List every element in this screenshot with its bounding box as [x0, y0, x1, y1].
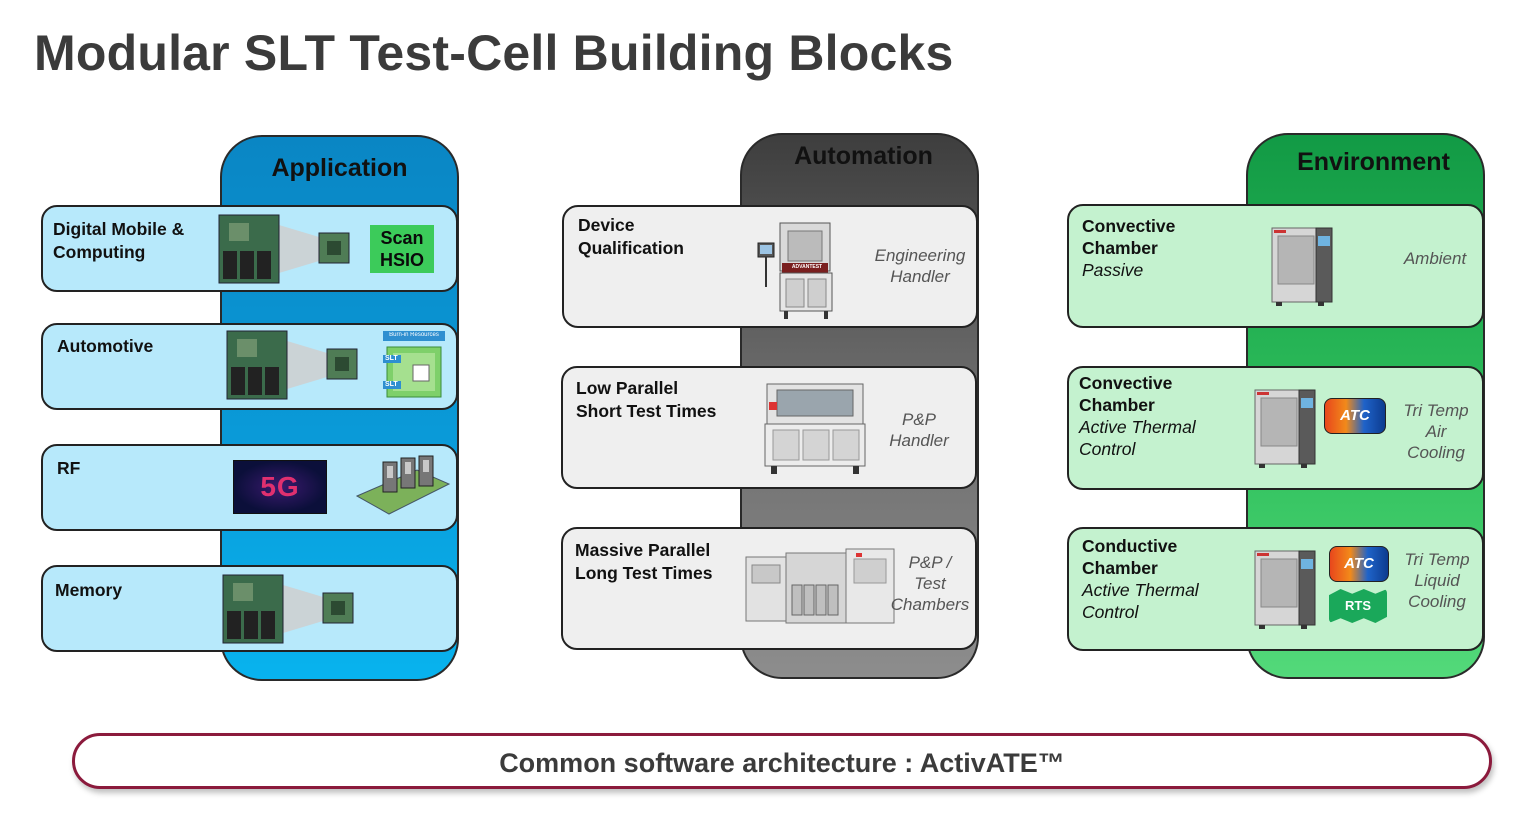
convective-active-italic-line2: Control [1079, 439, 1136, 459]
pnp-handler-note: P&P Handler [877, 409, 961, 451]
conductive-italic-line1: Active Thermal [1082, 580, 1199, 600]
pnp-note-line2: Handler [889, 431, 949, 450]
automation-card-low-parallel: Low Parallel Short Test Times P&P Handle… [561, 366, 977, 489]
common-software-banner: Common software architecture : ActivATE™ [72, 733, 1492, 789]
atc-badge: ATC [1329, 546, 1389, 582]
engineering-note-line1: Engineering [874, 246, 966, 265]
application-card-rf: RF 5G [41, 444, 458, 531]
device-qualification-label-line2: Qualification [578, 238, 684, 258]
convective-active-label-line2: Chamber [1079, 395, 1155, 415]
automation-column-title: Automation [794, 142, 933, 170]
application-card-digital-mobile: Digital Mobile & Computing Scan HSIO [41, 205, 458, 292]
test-chambers-icon [745, 548, 895, 624]
chambers-note-line3: Chambers [890, 595, 970, 614]
conductive-italic-line2: Control [1082, 602, 1139, 622]
convective-passive-italic: Passive [1082, 260, 1144, 280]
air-note-line2: Air [1425, 422, 1447, 441]
chambers-note-line2: Test [914, 574, 946, 593]
automation-card-device-qualification: Device Qualification ADVANTEST Engineeri… [562, 205, 978, 328]
conductive-label-line2: Chamber [1082, 558, 1158, 578]
liquid-note-line2: Liquid [1414, 571, 1460, 590]
scan-hsio-badge: Scan HSIO [370, 225, 434, 273]
convective-passive-label-line1: Convective [1082, 216, 1176, 236]
chamber-cabinet-icon [1271, 227, 1333, 306]
engineering-note-line2: Handler [890, 267, 950, 286]
burn-in-resources-icon [383, 331, 445, 398]
environment-card-convective-passive: Convective Chamber Passive Ambient [1067, 204, 1484, 328]
pcb-board-icon [222, 574, 354, 644]
convective-active-italic-line1: Active Thermal [1079, 417, 1196, 437]
rf-module-array-icon [355, 455, 451, 515]
atc-badge-text: ATC [1340, 407, 1370, 424]
convective-active-label-line1: Convective [1079, 373, 1173, 393]
low-parallel-label-line2: Short Test Times [576, 401, 717, 421]
digital-mobile-label-line2: Computing [53, 242, 146, 262]
rts-badge: RTS [1329, 589, 1387, 623]
pcb-board-icon [226, 330, 358, 400]
engineering-handler-icon [757, 222, 833, 319]
pcb-board-icon [218, 214, 350, 284]
5g-badge-text: 5G [260, 471, 300, 502]
ambient-note: Ambient [1403, 249, 1467, 268]
automotive-label: Automotive [57, 336, 154, 356]
atc-badge-text: ATC [1344, 555, 1374, 572]
slide-title: Modular SLT Test-Cell Building Blocks [34, 25, 954, 81]
advantest-brand-label: ADVANTEST [791, 264, 823, 270]
air-note-line1: Tri Temp [1403, 401, 1469, 420]
massive-parallel-label-line1: Massive Parallel [575, 540, 711, 560]
atc-badge: ATC [1324, 398, 1386, 434]
liquid-note-line1: Tri Temp [1404, 550, 1470, 569]
convective-passive-label-line2: Chamber [1082, 238, 1158, 258]
scan-badge-line2: HSIO [379, 250, 424, 270]
pnp-handler-icon [764, 383, 866, 474]
chamber-cabinet-icon [1254, 550, 1316, 629]
chambers-note-line1: P&P / [908, 553, 952, 572]
memory-label: Memory [55, 580, 123, 600]
pnp-note-line1: P&P [901, 410, 937, 429]
tri-temp-liquid-note: Tri Temp Liquid Cooling [1393, 549, 1481, 612]
automation-card-massive-parallel: Massive Parallel Long Test Times P&P / T… [561, 527, 977, 650]
liquid-note-line3: Cooling [1408, 592, 1466, 611]
chamber-cabinet-icon [1254, 389, 1316, 468]
scan-badge-line1: Scan [380, 228, 424, 248]
low-parallel-label-line1: Low Parallel [576, 378, 679, 398]
tri-temp-air-note: Tri Temp Air Cooling [1392, 400, 1480, 463]
environment-card-conductive: Conductive Chamber Active Thermal Contro… [1067, 527, 1484, 651]
device-qualification-label-line1: Device [578, 215, 635, 235]
common-software-text: Common software architecture : ActivATE™ [499, 748, 1065, 778]
air-note-line3: Cooling [1407, 443, 1465, 462]
5g-badge: 5G [233, 460, 327, 514]
environment-card-convective-active: Convective Chamber Active Thermal Contro… [1067, 366, 1484, 490]
slt-tag-lower: SLT [385, 381, 398, 388]
rts-badge-text: RTS [1345, 598, 1371, 613]
conductive-label-line1: Conductive [1082, 536, 1178, 556]
application-card-memory: Memory [41, 565, 458, 652]
pnp-chambers-note: P&P / Test Chambers [883, 552, 977, 615]
application-card-automotive: Automotive Burn-in Resources SLT SLT [41, 323, 458, 410]
digital-mobile-label-line1: Digital Mobile & [53, 219, 185, 239]
environment-column-title: Environment [1297, 148, 1450, 176]
slt-tag-upper: SLT [385, 355, 398, 362]
engineering-handler-note: Engineering Handler [868, 245, 972, 287]
burn-in-resources-text: Burn-in Resources [389, 332, 439, 338]
application-column-title: Application [271, 154, 408, 182]
rf-label: RF [57, 458, 81, 478]
massive-parallel-label-line2: Long Test Times [575, 563, 713, 583]
